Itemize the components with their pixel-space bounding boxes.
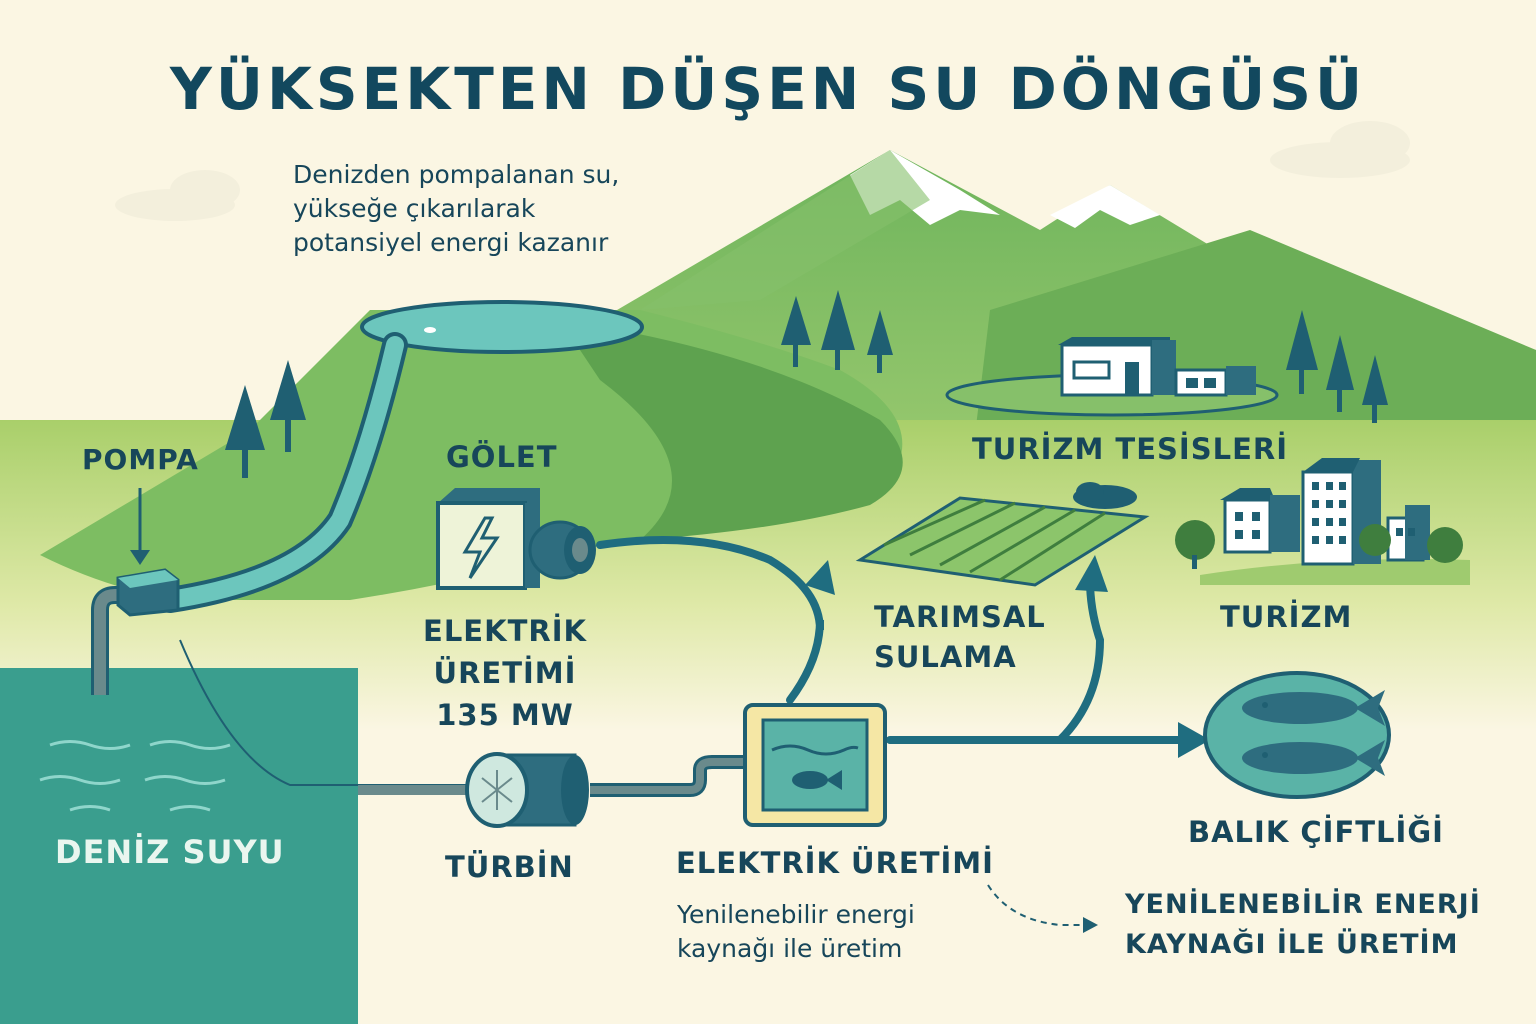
balik-label: BALIK ÇİFTLİĞİ	[1188, 815, 1444, 849]
golet-label: GÖLET	[446, 440, 558, 474]
turizm-tesisleri-label: TURİZM TESİSLERİ	[972, 432, 1288, 466]
agricultural-field	[855, 482, 1150, 587]
fish-icon	[792, 770, 842, 790]
tarimsal-line: SULAMA	[874, 640, 1017, 674]
page-title: YÜKSEKTEN DÜŞEN SU DÖNGÜSÜ	[169, 55, 1367, 123]
pompa-label: POMPA	[82, 443, 199, 476]
enerji-label: YENİLENEBİLİR ENERJİ KAYNAĞI İLE ÜRETİM	[1125, 885, 1481, 965]
power-value: 135 MW	[436, 698, 574, 732]
deniz-suyu-label: DENİZ SUYU	[55, 833, 285, 871]
intro-text: Denizden pompalanan su, yükseğe çıkarıla…	[293, 158, 619, 260]
renewable-note: Yenilenebilir energi kaynağı ile üretim	[677, 898, 915, 966]
cloud-left	[115, 170, 240, 221]
reservoir	[360, 300, 644, 354]
tourism-facility	[945, 337, 1279, 417]
fish-farm	[1203, 671, 1391, 799]
elektrik-line: ELEKTRİK	[423, 614, 587, 648]
tarimsal-line: TARIMSAL	[874, 600, 1046, 634]
intro-line: yükseğe çıkarılarak	[293, 194, 536, 223]
tree-icon	[225, 360, 306, 478]
enerji-line: YENİLENEBİLİR ENERJİ	[1125, 889, 1481, 920]
tree-icon	[1286, 310, 1388, 423]
tarimsal-label: TARIMSAL SULAMA	[874, 597, 1046, 677]
enerji-line: KAYNAĞI İLE ÜRETİM	[1125, 929, 1459, 960]
flow-arrows	[596, 536, 1184, 744]
note-line: Yenilenebilir energi	[677, 900, 915, 929]
note-line: kaynağı ile üretim	[677, 934, 903, 963]
intro-line: Denizden pompalanan su,	[293, 160, 620, 189]
elektrik-label: ELEKTRİK ÜRETİMİ 135 MW	[400, 610, 610, 736]
cloud-right	[1270, 121, 1410, 178]
intake-pipe	[179, 639, 470, 786]
generator	[436, 488, 596, 590]
turbine	[465, 752, 589, 828]
station	[743, 703, 887, 827]
sea	[0, 668, 358, 1024]
town	[1175, 458, 1470, 585]
pump	[91, 488, 180, 695]
intro-line: potansiyel energi kazanır	[293, 228, 609, 257]
turizm-label: TURİZM	[1220, 600, 1353, 634]
pipe-to-station	[590, 755, 748, 797]
turbin-label: TÜRBİN	[445, 850, 574, 884]
elektrik-uretimi-label: ELEKTRİK ÜRETİMİ	[676, 846, 994, 880]
lightning-icon	[462, 516, 500, 579]
hill	[40, 310, 903, 600]
elektrik-line: ÜRETİMİ	[433, 656, 577, 690]
tree-icon	[781, 290, 893, 373]
